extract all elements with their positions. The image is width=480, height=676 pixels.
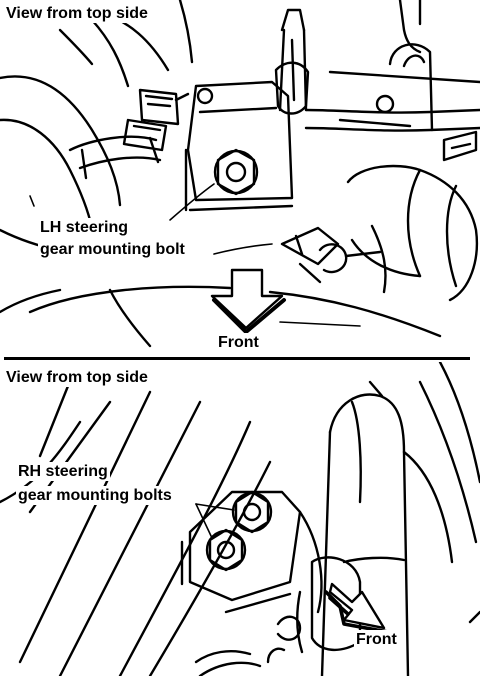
bolt-icon: [231, 490, 273, 534]
bolt-icon: [213, 148, 259, 196]
top-view-title: View from top side: [4, 4, 150, 23]
bolt-icon: [205, 528, 247, 572]
rh-callout-line1: RH steering: [16, 462, 110, 481]
lh-callout-line2: gear mounting bolt: [38, 240, 187, 259]
front-arrow-icon: [210, 268, 286, 334]
front-arrow-icon: [324, 582, 390, 634]
bottom-view-panel: View from top side RH steering gear moun…: [0, 362, 480, 676]
rh-engine-bay-illustration: [0, 362, 480, 676]
bottom-view-title: View from top side: [4, 368, 150, 387]
panel-divider: [4, 357, 470, 360]
top-front-label: Front: [216, 333, 261, 352]
rh-callout-line2: gear mounting bolts: [16, 486, 174, 505]
top-view-panel: View from top side LH steering gear moun…: [0, 0, 480, 352]
lh-engine-bay-illustration: [0, 0, 480, 348]
bottom-front-label: Front: [354, 630, 399, 649]
lh-callout-line1: LH steering: [38, 218, 131, 237]
